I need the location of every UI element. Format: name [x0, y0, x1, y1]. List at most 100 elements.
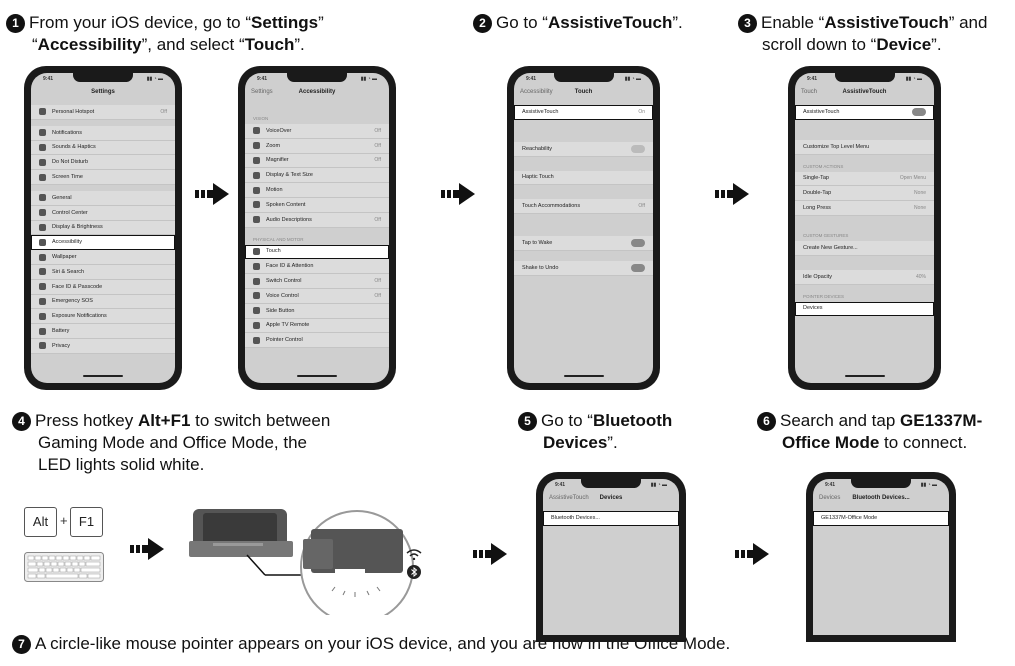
settings-row[interactable]: Do Not Disturb	[31, 155, 175, 171]
switch-icon	[253, 277, 260, 285]
hourglass-icon	[39, 173, 46, 181]
hotspot-icon	[39, 108, 46, 116]
arrow-icon	[441, 183, 475, 205]
settings-row[interactable]: General	[31, 190, 175, 206]
arrow-icon	[735, 543, 769, 565]
step-number: 6	[757, 412, 776, 431]
settings-row[interactable]: Battery	[31, 324, 175, 339]
hand-icon	[39, 342, 46, 350]
arrow-icon	[195, 183, 229, 205]
a11y-row-touch[interactable]: Touch	[245, 244, 389, 260]
at-row-devices[interactable]: Devices	[795, 301, 934, 317]
a11y-row[interactable]: Display & Text Size	[245, 168, 389, 184]
settings-row[interactable]: Face ID & Passcode	[31, 279, 175, 295]
settings-row-accessibility[interactable]: Accessibility	[31, 235, 175, 251]
device-row-ge1337m[interactable]: GE1337M-Office Mode	[813, 511, 949, 526]
settings-row[interactable]: Privacy	[31, 338, 175, 354]
back-button[interactable]: Settings	[251, 89, 273, 95]
settings-row[interactable]: Control Center	[31, 205, 175, 221]
settings-row[interactable]: Exposure Notifications	[31, 309, 175, 325]
a11y-row[interactable]: Motion	[245, 183, 389, 198]
settings-row[interactable]: Display & Brightness	[31, 220, 175, 236]
side-button-icon	[253, 307, 260, 315]
at-row-toggle[interactable]: AssistiveTouch	[795, 105, 934, 120]
settings-row[interactable]: Wallpaper	[31, 250, 175, 265]
bluetooth-devices-row[interactable]: Bluetooth Devices...	[543, 511, 679, 526]
toggle-switch[interactable]	[631, 263, 645, 272]
touch-row[interactable]: Haptic Touch	[514, 170, 653, 186]
text-size-icon	[253, 171, 260, 179]
back-button[interactable]: Devices	[819, 495, 841, 501]
magnifier-icon	[253, 156, 260, 164]
arrow-icon	[715, 183, 749, 205]
toggle-switch[interactable]	[631, 239, 645, 248]
a11y-row[interactable]: Pointer Control	[245, 333, 389, 349]
voiceover-icon	[253, 127, 260, 135]
settings-row[interactable]: Siri & Search	[31, 264, 175, 280]
back-button[interactable]: AssistiveTouch	[549, 495, 589, 501]
back-button[interactable]: Touch	[801, 89, 818, 95]
wireless-icon	[406, 549, 422, 560]
a11y-row[interactable]: Side Button	[245, 303, 389, 319]
bluetooth-icon	[407, 565, 421, 579]
touch-icon	[253, 247, 260, 255]
battery-icon	[39, 327, 46, 335]
toggles-icon	[39, 209, 46, 217]
at-row[interactable]: Create New Gesture...	[795, 240, 934, 256]
a11y-row[interactable]: Spoken Content	[245, 197, 389, 213]
settings-row[interactable]: Notifications	[31, 125, 175, 141]
exposure-icon	[39, 312, 46, 320]
settings-row[interactable]: Sounds & Haptics	[31, 140, 175, 156]
settings-row[interactable]: Emergency SOS	[31, 294, 175, 310]
zoom-icon	[253, 142, 260, 150]
speech-icon	[253, 201, 260, 209]
f1-key: F1	[70, 507, 103, 537]
touch-row[interactable]: Reachability	[514, 141, 653, 157]
brightness-icon	[39, 223, 46, 231]
touch-row[interactable]: Tap to Wake	[514, 236, 653, 251]
step-number: 7	[12, 635, 31, 654]
sos-icon	[39, 297, 46, 305]
remote-icon	[253, 321, 260, 329]
a11y-row[interactable]: Face ID & Attention	[245, 259, 389, 275]
gear-icon	[39, 194, 46, 202]
back-button[interactable]: Accessibility	[520, 89, 553, 95]
at-row[interactable]: Customize Top Level Menu	[795, 139, 934, 155]
faceid-icon	[253, 262, 260, 270]
arrow-icon	[473, 543, 507, 565]
settings-row[interactable]: Screen Time	[31, 170, 175, 185]
toggle-switch[interactable]	[912, 107, 926, 116]
device-illustration	[189, 509, 414, 615]
touch-row[interactable]: Shake to Undo	[514, 260, 653, 276]
moon-icon	[39, 158, 46, 166]
notifications-icon	[39, 129, 46, 137]
accessibility-icon	[39, 238, 46, 246]
a11y-row[interactable]: Apple TV Remote	[245, 318, 389, 334]
audio-description-icon	[253, 216, 260, 224]
screen-title: Settings	[91, 89, 115, 95]
alt-key: Alt	[24, 507, 57, 537]
step-number: 4	[12, 412, 31, 431]
toggle-switch[interactable]	[631, 144, 645, 153]
